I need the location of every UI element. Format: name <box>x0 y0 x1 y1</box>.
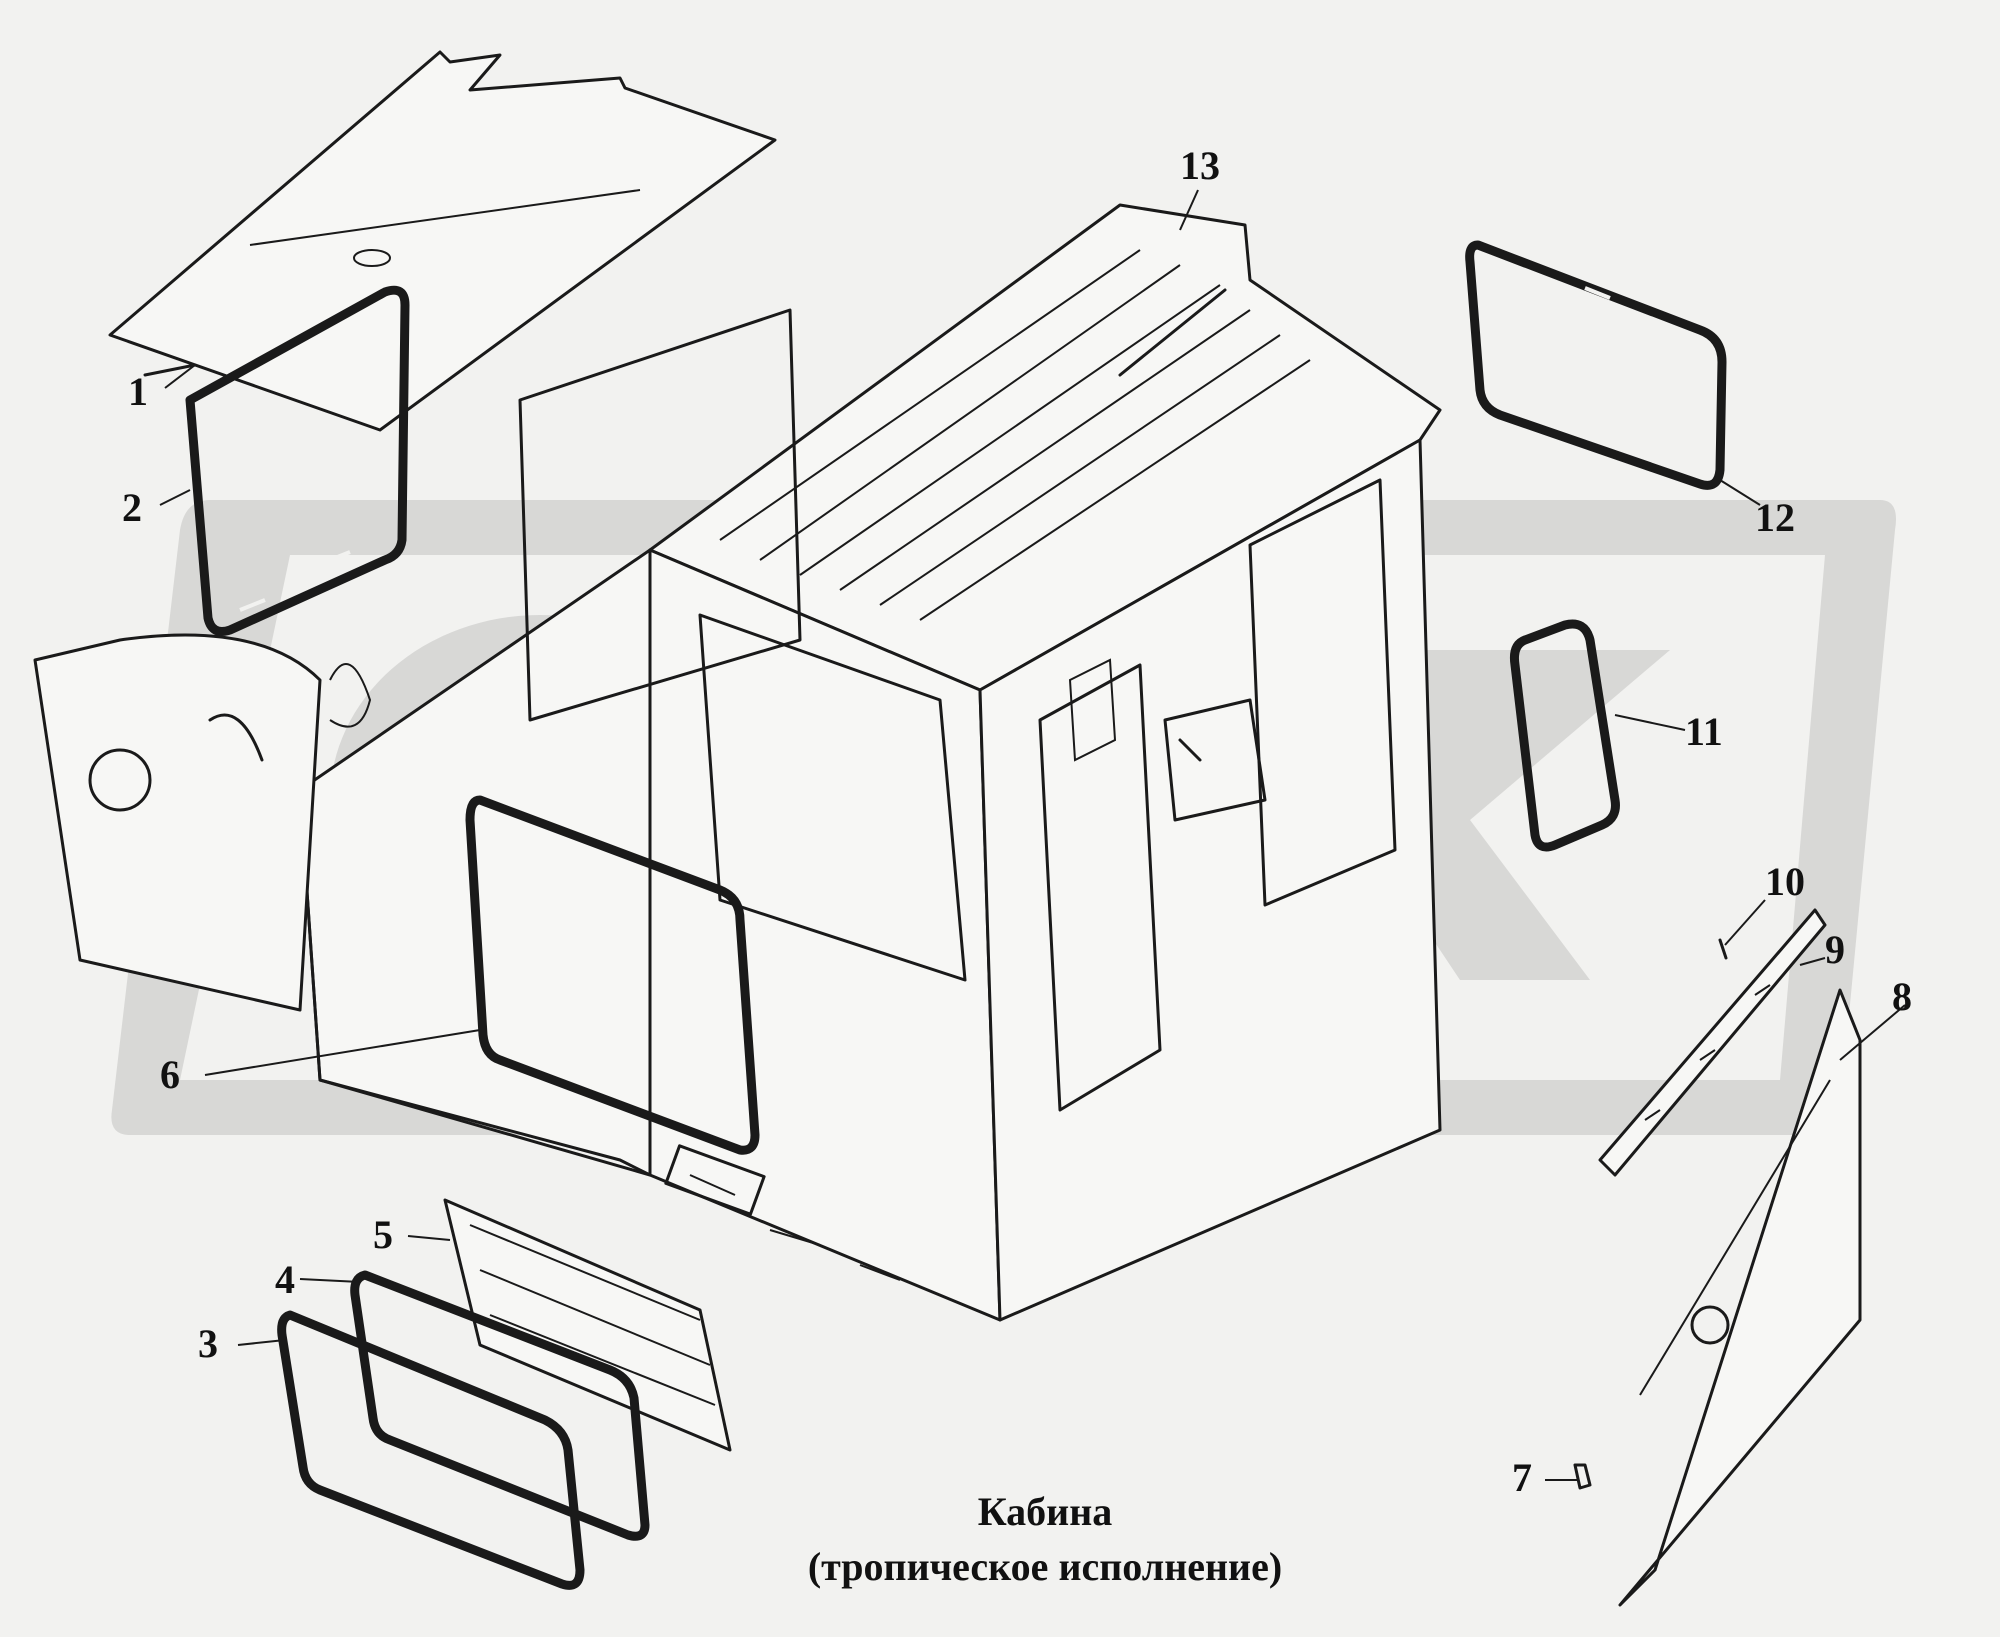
leader-line-4 <box>299 1278 361 1283</box>
seal-part-4 <box>350 1270 650 1541</box>
callout-1: 1 <box>128 369 148 414</box>
roof-panel <box>108 50 777 432</box>
pin-part-10 <box>1718 938 1728 960</box>
glass-part-5 <box>443 1198 732 1452</box>
clip-part-7 <box>1573 1463 1592 1490</box>
leader-line-8 <box>1839 1004 1906 1061</box>
seal-part-12 <box>1465 240 1727 490</box>
caption-title: Кабина <box>977 1489 1113 1534</box>
callout-11: 11 <box>1685 709 1723 754</box>
frame-part-3 <box>277 1310 585 1590</box>
callout-5: 5 <box>373 1212 393 1257</box>
callout-8: 8 <box>1892 974 1912 1019</box>
callout-12: 12 <box>1755 495 1795 540</box>
callout-3: 3 <box>198 1321 218 1366</box>
cover-panel-part-8 <box>1618 988 1862 1607</box>
caption-subtitle: (тропическое исполнение) <box>807 1544 1283 1589</box>
seal-part-11 <box>1510 619 1620 852</box>
callout-6: 6 <box>160 1052 180 1097</box>
seal-part-6 <box>465 795 760 1155</box>
leader-line-10 <box>1724 899 1766 946</box>
callout-9: 9 <box>1825 927 1845 972</box>
callout-2: 2 <box>122 485 142 530</box>
leader-line-11 <box>1614 714 1686 731</box>
leader-line-5 <box>407 1235 451 1241</box>
callout-13: 13 <box>1180 143 1220 188</box>
leader-line-13 <box>1179 189 1199 231</box>
leader-line-2 <box>159 489 191 506</box>
leader-line-3 <box>237 1339 286 1346</box>
callout-7: 7 <box>1512 1455 1532 1500</box>
leader-line-6 <box>204 1029 481 1076</box>
leader-lines <box>159 189 1906 1481</box>
callout-4: 4 <box>275 1257 295 1302</box>
seal-part-2 <box>185 285 410 636</box>
leader-line-1 <box>164 364 196 389</box>
leader-line-12 <box>1719 479 1761 506</box>
leader-line-9 <box>1799 957 1826 966</box>
strip-part-9 <box>1598 908 1827 1177</box>
callout-10: 10 <box>1765 859 1805 904</box>
cab-frame <box>33 203 1442 1322</box>
